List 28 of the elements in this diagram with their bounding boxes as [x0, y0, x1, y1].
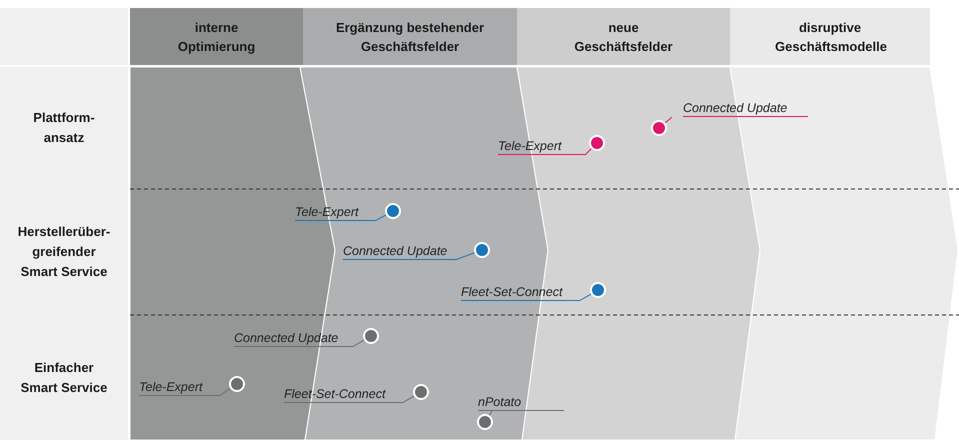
column-header — [517, 8, 730, 65]
leader-line — [352, 340, 365, 348]
service-label: Tele-Expert — [139, 379, 219, 396]
leader-line — [584, 148, 592, 156]
column-header — [303, 8, 517, 65]
leader-line — [218, 388, 231, 396]
leader-line — [488, 410, 492, 416]
header-text: disruptive Geschäftsmodelle — [775, 18, 885, 56]
leader-line — [454, 252, 475, 260]
service-label: Fleet-Set-Connect — [284, 386, 402, 403]
service-label: Connected Update — [683, 100, 808, 117]
service-label: Fleet-Set-Connect — [461, 284, 579, 301]
service-label: Connected Update — [343, 243, 455, 260]
leader-line — [402, 396, 415, 404]
service-label: Tele-Expert — [295, 204, 375, 221]
column-header — [730, 8, 930, 65]
leader-line — [374, 214, 386, 222]
leader-line — [578, 294, 592, 302]
row-label: Herstellerüber-greifender Smart Service — [16, 223, 112, 281]
leader-line — [664, 116, 672, 124]
row-label: Plattform-ansatz — [32, 109, 96, 147]
column-header — [130, 8, 303, 65]
row-label: Einfacher Smart Service — [20, 358, 108, 396]
header-text: neue Geschäftsfelder — [573, 18, 674, 56]
header-text: interne Optimierung — [176, 18, 256, 56]
service-label: Tele-Expert — [498, 138, 585, 155]
header-text: Ergänzung bestehender Geschäftsfelder — [334, 18, 486, 56]
service-label: nPotato — [478, 394, 564, 411]
